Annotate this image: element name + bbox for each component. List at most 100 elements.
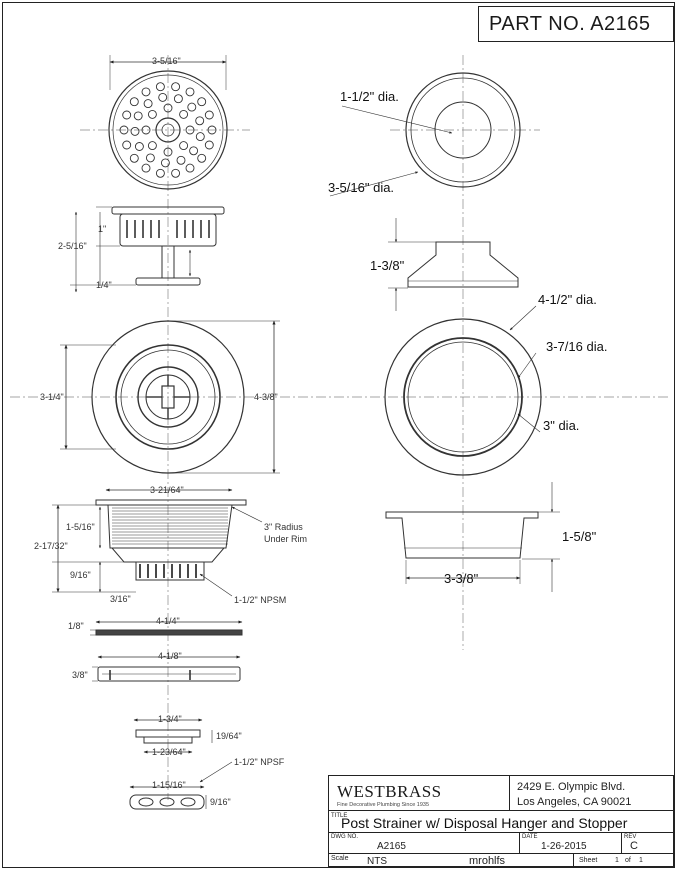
strainer-hole: [197, 153, 207, 163]
drawing-date: 1-26-2015: [541, 841, 587, 852]
dim-hanger-inner: 1-1/2" dia.: [340, 89, 399, 104]
strainer-hole: [204, 110, 214, 120]
dim-body-total: 2-17/32": [34, 541, 68, 551]
strainer-hole: [147, 141, 157, 151]
company-row: WESTBRASS Fine Decorative Plumbing Since…: [329, 776, 673, 811]
part-number-box: PART NO. A2165: [478, 6, 674, 42]
dim-nut-top: 1-3/4": [158, 714, 182, 724]
sheet-number: 1: [615, 857, 619, 864]
thread-note: 1-1/2" NPSM: [234, 595, 287, 605]
strainer-hole: [129, 153, 139, 163]
sheet-label: Sheet: [579, 857, 598, 864]
scale-value: NTS: [367, 856, 387, 867]
address-line1: 2429 E. Olympic Blvd.: [517, 781, 626, 793]
dim-basket-post: 1/4": [96, 280, 112, 290]
dim-flange-outer: 4-3/8": [254, 392, 278, 402]
strainer-hole: [176, 155, 186, 165]
gasket-side-view: [90, 620, 243, 636]
strainer-hole: [130, 126, 140, 136]
centerlines: [10, 55, 670, 800]
strainer-hole: [204, 140, 214, 150]
strainer-hole: [171, 168, 181, 178]
date-divider: [621, 832, 622, 853]
part-number: PART NO. A2165: [489, 12, 651, 35]
strainer-hole: [141, 163, 151, 173]
strainer-hole: [197, 97, 207, 107]
strainer-hole: [147, 109, 157, 119]
scale-label: Scale: [331, 855, 349, 862]
nut-thread-note: 1-1/2" NPSF: [234, 757, 285, 767]
hanger-side-view: [388, 218, 519, 311]
strainer-hole: [141, 125, 151, 135]
dim-basket-total: 2-5/16": [58, 241, 87, 251]
strainer-hole: [155, 82, 165, 92]
dwg-divider: [519, 832, 520, 853]
dim-body-lower: 9/16": [70, 570, 91, 580]
strainer-side-view: [70, 206, 225, 293]
sheet-of: of: [625, 857, 631, 864]
strainer-hole: [195, 132, 205, 142]
sheet-total: 1: [639, 857, 643, 864]
cup-side-view: [385, 482, 560, 592]
dim-stopper-outer: 4-1/2" dia.: [538, 292, 597, 307]
company-divider: [509, 776, 510, 811]
hanger-top-view: [329, 72, 521, 197]
nut-side-view: [133, 718, 233, 783]
dwg-number: A2165: [377, 841, 406, 852]
company-name: WESTBRASS: [337, 782, 442, 801]
dim-cup-width: 3-3/8": [444, 571, 479, 586]
strainer-hole: [134, 142, 144, 151]
strainer-hole: [145, 153, 155, 163]
strainer-hole: [185, 87, 195, 97]
company-tagline: Fine Decorative Plumbing Since 1935: [337, 802, 430, 808]
dim-body-upper: 1-5/16": [66, 522, 95, 532]
strainer-hole: [133, 111, 143, 121]
strainer-hole: [179, 141, 189, 151]
strainer-hole: [185, 125, 195, 135]
dim-washer-height: 9/16": [210, 797, 231, 807]
strainer-hole: [207, 125, 217, 135]
dim-stopper-inner: 3" dia.: [543, 418, 580, 433]
drawn-by: mrohlfs: [469, 855, 506, 867]
strainer-hole: [158, 92, 168, 102]
rev-label: REV: [624, 834, 637, 840]
dim-nut-bottom: 1-23/64": [152, 747, 186, 757]
dim-hanger-outer: 3-5/16" dia.: [328, 180, 395, 195]
drawing-title: Post Strainer w/ Disposal Hanger and Sto…: [341, 815, 628, 831]
strainer-hole: [171, 82, 181, 92]
strainer-hole: [189, 146, 199, 156]
title-label: TITLE: [331, 813, 348, 819]
strainer-hole: [187, 102, 197, 112]
strainer-body-side-view: [52, 488, 263, 597]
strainer-hole: [195, 116, 205, 126]
dim-stopper-mid: 3-7/16 dia.: [546, 339, 608, 354]
strainer-hole: [160, 158, 170, 168]
washer-side-view: [129, 785, 207, 810]
radius-note-line1: 3" Radius: [264, 522, 303, 532]
radius-note-line2: Under Rim: [264, 534, 308, 544]
date-label: DATE: [522, 834, 538, 840]
strainer-hole: [143, 99, 153, 109]
scale-divider: [329, 853, 673, 854]
strainer-top-view: [108, 55, 228, 190]
strainer-hole: [129, 97, 139, 107]
dim-nut-height: 19/64": [216, 731, 242, 741]
dim-gasket-width: 4-1/4": [156, 616, 180, 626]
dim-flange-inner: 3-1/4": [40, 392, 64, 402]
strainer-hole: [155, 168, 165, 178]
dwg-label: DWG NO.: [331, 834, 358, 840]
strainer-hole: [141, 87, 151, 97]
title-block: WESTBRASS Fine Decorative Plumbing Since…: [328, 775, 674, 867]
dim-cup-height: 1-5/8": [562, 529, 597, 544]
dim-body-small: 3/16": [110, 594, 131, 604]
strainer-hole: [122, 110, 132, 120]
dim-strainer-top: 3-5/16": [152, 56, 181, 66]
dim-ring-height: 3/8": [72, 670, 88, 680]
strainer-hole: [173, 94, 183, 104]
dim-hanger-height: 1-3/8": [370, 258, 405, 273]
dim-basket-height: 1": [98, 224, 107, 234]
strainer-hole: [163, 103, 173, 113]
